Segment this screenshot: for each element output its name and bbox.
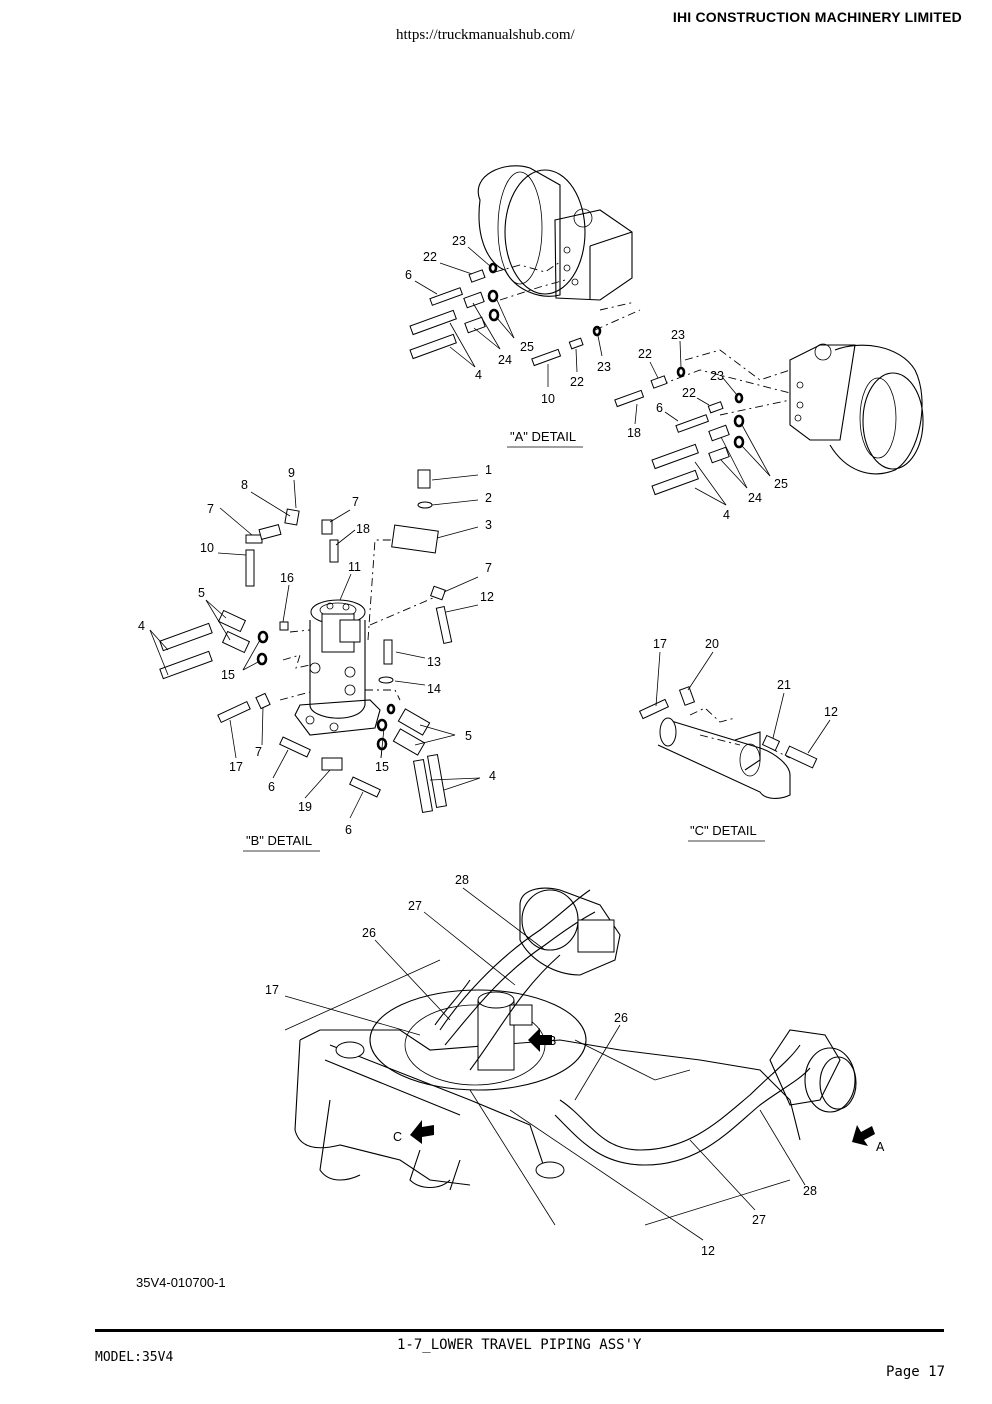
svg-text:25: 25 [520,340,534,354]
detail-c-drawing: 17 20 21 12 "C" DETAIL [638,637,838,842]
svg-text:27: 27 [408,899,422,913]
svg-text:23: 23 [597,360,611,374]
svg-text:4: 4 [723,508,730,522]
svg-text:9: 9 [288,466,295,480]
svg-text:4: 4 [475,368,482,382]
svg-text:27: 27 [752,1213,766,1227]
arrow-c-icon [410,1120,434,1144]
svg-text:6: 6 [268,780,275,794]
svg-text:24: 24 [748,491,762,505]
svg-text:18: 18 [356,522,370,536]
source-url[interactable]: https://truckmanualshub.com/ [396,27,575,43]
svg-text:6: 6 [345,823,352,837]
svg-text:19: 19 [298,800,312,814]
svg-text:17: 17 [229,760,243,774]
svg-text:4: 4 [489,769,496,783]
company-name: IHI CONSTRUCTION MACHINERY LIMITED [672,9,962,25]
svg-text:28: 28 [455,873,469,887]
svg-text:4: 4 [138,619,145,633]
arrow-b-label: B [548,1034,556,1048]
svg-text:17: 17 [265,983,279,997]
svg-text:17: 17 [653,637,667,651]
svg-text:12: 12 [824,705,838,719]
svg-text:7: 7 [485,561,492,575]
detail-a-drawing: 23 22 6 25 24 4 10 22 23 [405,165,924,522]
svg-text:23: 23 [671,328,685,342]
svg-text:22: 22 [423,250,437,264]
svg-text:6: 6 [405,268,412,282]
page-number: Page 17 [886,1364,946,1380]
svg-text:7: 7 [255,745,262,759]
svg-text:5: 5 [465,729,472,743]
arrow-a-label: A [876,1140,885,1154]
model-label: MODEL:35V4 [95,1350,174,1365]
svg-text:20: 20 [705,637,719,651]
arrow-c-label: C [393,1130,402,1144]
svg-text:24: 24 [498,353,512,367]
svg-text:8: 8 [241,478,248,492]
svg-text:11: 11 [348,560,361,574]
detail-b-title: "B" DETAIL [246,833,312,848]
svg-text:3: 3 [485,518,492,532]
svg-text:23: 23 [710,369,724,383]
svg-text:18: 18 [627,426,641,440]
svg-text:10: 10 [200,541,214,555]
svg-text:14: 14 [427,682,441,696]
detail-c-title: "C" DETAIL [690,823,757,838]
detail-b-drawing: 9 8 7 7 18 1 2 3 10 11 16 7 12 5 4 15 13… [138,463,496,852]
arrow-b-icon [528,1028,552,1052]
svg-text:12: 12 [701,1244,715,1258]
svg-text:22: 22 [570,375,584,389]
svg-text:26: 26 [362,926,376,940]
section-title: 1-7_LOWER TRAVEL PIPING ASS'Y [397,1337,642,1353]
main-assembly-drawing: B C A 28 27 26 17 26 27 28 12 [265,873,885,1258]
svg-text:10: 10 [541,392,555,406]
svg-text:15: 15 [375,760,389,774]
svg-text:22: 22 [682,386,696,400]
footer-rule [95,1329,944,1332]
svg-text:22: 22 [638,347,652,361]
svg-text:21: 21 [777,678,791,692]
svg-text:7: 7 [352,495,359,509]
svg-text:28: 28 [803,1184,817,1198]
svg-text:2: 2 [485,491,492,505]
svg-text:26: 26 [614,1011,628,1025]
svg-text:5: 5 [198,586,205,600]
svg-text:23: 23 [452,234,466,248]
svg-text:1: 1 [485,463,492,477]
arrow-a-icon [852,1125,875,1146]
drawing-number: 35V4-010700-1 [136,1275,226,1290]
svg-text:13: 13 [427,655,441,669]
svg-text:16: 16 [280,571,294,585]
svg-text:15: 15 [221,668,235,682]
detail-a-title: "A" DETAIL [510,429,576,444]
svg-text:6: 6 [656,401,663,415]
svg-text:12: 12 [480,590,494,604]
svg-text:25: 25 [774,477,788,491]
svg-text:7: 7 [207,502,214,516]
